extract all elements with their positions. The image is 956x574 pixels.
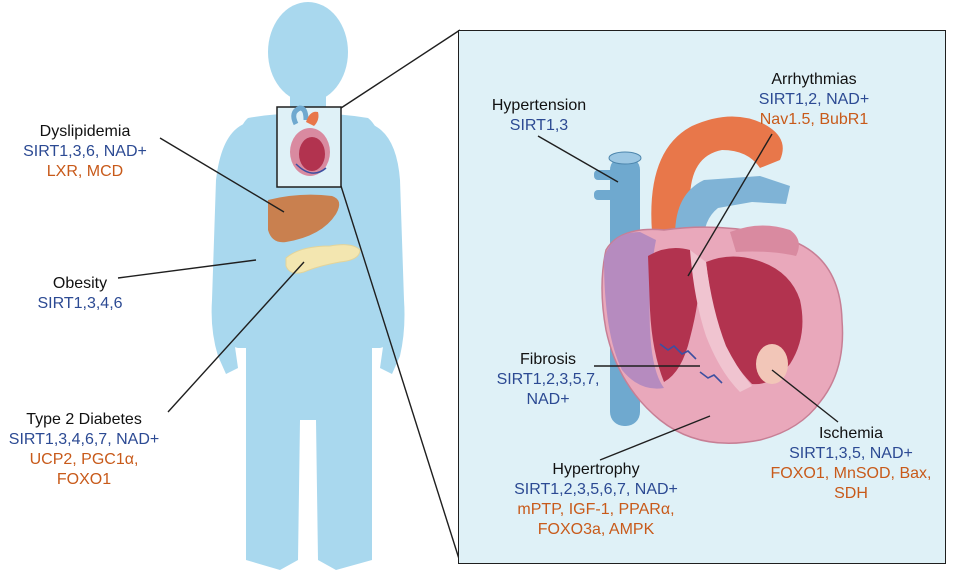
leader-ischemia [771,369,839,423]
small-heart [290,105,330,176]
ischemia-other-line2: SDH [834,485,868,502]
label-hypertension: Hypertension SIRT1,3 [478,96,600,136]
hypertrophy-title: Hypertrophy [552,461,640,478]
diabetes-sirt: SIRT1,3,4,6,7, NAD+ [8,431,160,448]
hypertension-sirt: SIRT1,3 [509,117,569,134]
ischemia-other-line1: FOXO1, MnSOD, Bax, [770,465,932,482]
body-right-arm [364,122,405,374]
fibrosis-title: Fibrosis [519,351,576,368]
leader-diabetes [167,261,305,413]
arrhythmias-title: Arrhythmias [771,71,857,88]
diabetes-other-line1: UCP2, PGC1α, [29,451,139,468]
body-left-arm [211,122,250,374]
label-dyslipidemia: Dyslipidemia SIRT1,3,6, NAD+ LXR, MCD [10,122,160,182]
fibrosis-marks [659,343,723,384]
label-arrhythmias: Arrhythmias SIRT1,2, NAD+ Nav1.5, BubR1 [744,70,884,130]
leader-hypertrophy [599,415,711,461]
label-ischemia: Ischemia SIRT1,3,5, NAD+ FOXO1, MnSOD, B… [762,424,940,504]
dyslipidemia-title: Dyslipidemia [39,123,131,140]
leader-hypertension [537,135,619,183]
obesity-title: Obesity [52,275,108,292]
obesity-sirt: SIRT1,3,4,6 [37,295,123,312]
zoom-line-bottom [340,185,461,563]
hypertrophy-other-line2: FOXO3a, AMPK [537,521,655,538]
leader-dyslipidemia [159,137,285,213]
ischemia-title: Ischemia [818,425,884,442]
arrhythmias-sirt: SIRT1,2, NAD+ [758,91,870,108]
dyslipidemia-other: LXR, MCD [46,163,124,180]
dyslipidemia-sirt: SIRT1,3,6, NAD+ [23,143,147,160]
hypertrophy-other-line1: mPTP, IGF-1, PPARα, [517,501,675,518]
pancreas-organ [285,244,361,274]
label-fibrosis: Fibrosis SIRT1,2,3,5,7, NAD+ [490,350,606,410]
label-hypertrophy: Hypertrophy SIRT1,2,3,5,6,7, NAD+ mPTP, … [488,460,704,540]
left-atrium [730,225,799,256]
right-ventricle-cavity [648,248,700,382]
hypertension-title: Hypertension [491,97,587,114]
zoom-line-top [340,29,461,109]
label-diabetes: Type 2 Diabetes SIRT1,3,4,6,7, NAD+ UCP2… [0,410,168,490]
label-obesity: Obesity SIRT1,3,4,6 [30,274,130,314]
diabetes-other-line2: FOXO1 [56,471,112,488]
ischemic-region [756,344,788,384]
fibrosis-sirt-line2: NAD+ [526,391,570,408]
hypertrophy-sirt: SIRT1,2,3,5,6,7, NAD+ [514,481,678,498]
body-head [268,2,348,102]
ventricle-wall [690,250,752,392]
ischemia-sirt: SIRT1,3,5, NAD+ [789,445,913,462]
leader-arrhythmias [687,133,773,277]
liver-organ [268,194,340,243]
pulmonary-artery [675,176,790,256]
diabetes-title: Type 2 Diabetes [26,411,142,428]
fibrosis-sirt-line1: SIRT1,2,3,5,7, [496,371,600,388]
arrhythmias-other: Nav1.5, BubR1 [759,111,869,128]
leader-obesity [117,259,257,279]
